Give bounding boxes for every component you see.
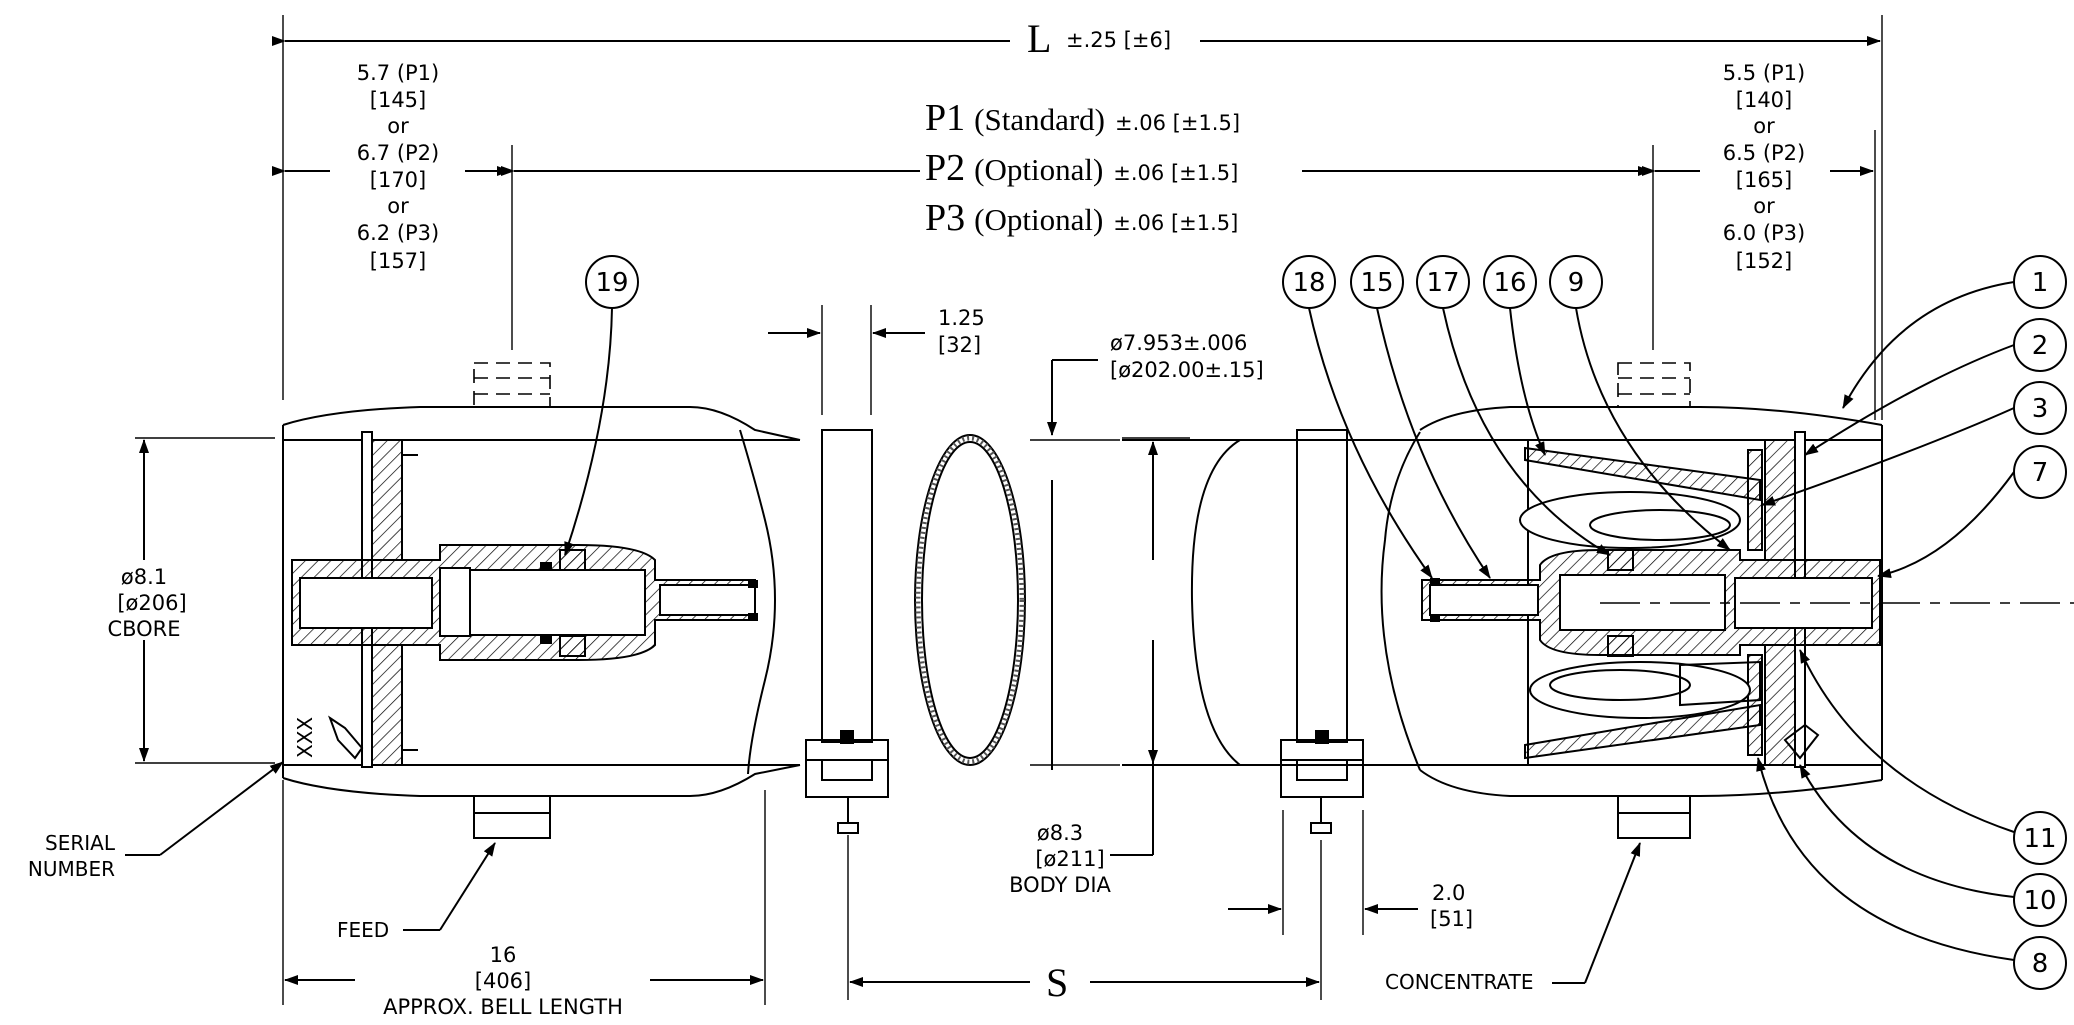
balloon-9: 9 <box>1549 255 1731 551</box>
left-vessel-end: XXX <box>282 362 801 839</box>
svg-text:NUMBER: NUMBER <box>28 857 115 881</box>
svg-text:5.5 (P1): 5.5 (P1) <box>1723 61 1805 85</box>
svg-text:or: or <box>1753 194 1775 218</box>
svg-text:FEED: FEED <box>337 918 389 942</box>
svg-text:[170]: [170] <box>370 168 426 192</box>
svg-text:[ø202.00±.15]: [ø202.00±.15] <box>1110 358 1264 382</box>
right-port-distance: 5.5 (P1) [140] or 6.5 (P2) [165] or 6.0 … <box>1723 61 1805 273</box>
balloon-17: 17 <box>1416 255 1611 556</box>
svg-text:9: 9 <box>1568 268 1585 298</box>
length-symbol: L <box>1027 16 1051 61</box>
port-option-p3: P3(Optional)±.06 [±1.5] <box>925 197 1238 239</box>
svg-text:[ø211]: [ø211] <box>1035 847 1104 871</box>
svg-text:18: 18 <box>1292 268 1325 298</box>
svg-text:6.2 (P3): 6.2 (P3) <box>357 221 439 245</box>
dimension-clamp-width: 1.25 [32] <box>768 306 985 357</box>
svg-text:2.0: 2.0 <box>1432 881 1465 905</box>
balloon-15: 15 <box>1350 255 1491 579</box>
svg-text:or: or <box>387 194 409 218</box>
svg-text:1.25: 1.25 <box>938 306 985 330</box>
balloon-7: 7 <box>1877 445 2067 579</box>
balloon-2: 2 <box>1804 318 2067 456</box>
svg-text:CONCENTRATE: CONCENTRATE <box>1385 970 1534 994</box>
svg-text:2: 2 <box>2032 331 2049 361</box>
balloon-11: 11 <box>1799 649 2067 865</box>
svg-text:8: 8 <box>2032 949 2049 979</box>
dimension-spacing: S <box>849 960 1320 1005</box>
svg-text:SERIAL: SERIAL <box>45 831 116 855</box>
svg-text:3: 3 <box>2032 394 2049 424</box>
svg-text:16: 16 <box>1493 268 1526 298</box>
dimension-cbore: ø8.1 [ø206] CBORE <box>107 439 187 762</box>
dimension-overall-length: L ±.25 [±6] <box>272 16 1881 61</box>
balloon-16: 16 <box>1483 255 1546 456</box>
clamp-left <box>805 429 889 834</box>
svg-text:[157]: [157] <box>370 249 426 273</box>
svg-text:6.7 (P2): 6.7 (P2) <box>357 141 439 165</box>
feed-callout: FEED <box>337 842 496 942</box>
svg-text:[51]: [51] <box>1430 907 1473 931</box>
balloon-3: 3 <box>1761 381 2067 506</box>
svg-text:16: 16 <box>490 943 517 967</box>
dimension-bore-diameter: ø7.953±.006 [ø202.00±.15] <box>1047 331 1264 770</box>
svg-text:10: 10 <box>2023 886 2056 916</box>
svg-text:7: 7 <box>2032 458 2049 488</box>
svg-text:[165]: [165] <box>1736 168 1792 192</box>
svg-text:11: 11 <box>2023 824 2056 854</box>
svg-text:[32]: [32] <box>938 333 981 357</box>
svg-text:17: 17 <box>1426 268 1459 298</box>
dimension-clamp-offset: 2.0 [51] <box>1228 881 1473 931</box>
length-tolerance: ±.25 [±6] <box>1066 28 1171 52</box>
bore-ring <box>914 434 1026 766</box>
dimension-body-dia: ø8.3 [ø211] BODY DIA <box>1009 441 1158 897</box>
svg-text:ø8.1: ø8.1 <box>121 565 167 589</box>
balloon-8: 8 <box>1756 757 2067 990</box>
svg-text:ø7.953±.006: ø7.953±.006 <box>1110 331 1247 355</box>
svg-text:S: S <box>1046 960 1068 1005</box>
svg-text:[140]: [140] <box>1736 88 1792 112</box>
balloon-18: 18 <box>1282 255 1433 579</box>
balloon-19: 19 <box>564 255 639 556</box>
svg-text:19: 19 <box>595 268 628 298</box>
svg-text:[152]: [152] <box>1736 249 1792 273</box>
svg-text:[ø206]: [ø206] <box>117 591 186 615</box>
left-port-distance: 5.7 (P1) [145] or 6.7 (P2) [170] or 6.2 … <box>357 61 439 273</box>
dimension-bell-length: 16 [406] APPROX. BELL LENGTH <box>284 943 764 1019</box>
right-vessel-end <box>1122 362 2074 839</box>
svg-text:CBORE: CBORE <box>107 617 180 641</box>
svg-text:or: or <box>387 114 409 138</box>
serial-number-callout: SERIAL NUMBER <box>28 761 284 881</box>
svg-text:[406]: [406] <box>475 969 531 993</box>
balloon-1: 1 <box>1842 255 2067 409</box>
svg-text:1: 1 <box>2032 268 2049 298</box>
svg-text:6.0 (P3): 6.0 (P3) <box>1723 221 1805 245</box>
serial-marking: XXX <box>293 717 317 758</box>
concentrate-callout: CONCENTRATE <box>1385 842 1641 994</box>
clamp-right <box>1280 429 1364 834</box>
svg-text:ø8.3: ø8.3 <box>1037 821 1083 845</box>
svg-text:or: or <box>1753 114 1775 138</box>
svg-text:6.5 (P2): 6.5 (P2) <box>1723 141 1805 165</box>
svg-text:[145]: [145] <box>370 88 426 112</box>
port-option-p2: P2(Optional)±.06 [±1.5] <box>925 147 1238 189</box>
svg-text:15: 15 <box>1360 268 1393 298</box>
svg-text:APPROX. BELL LENGTH: APPROX. BELL LENGTH <box>383 995 623 1019</box>
port-options: P1(Standard)±.06 [±1.5] P2(Optional)±.06… <box>925 97 1240 239</box>
svg-text:BODY DIA: BODY DIA <box>1009 873 1111 897</box>
balloon-10: 10 <box>1799 764 2067 927</box>
port-option-p1: P1(Standard)±.06 [±1.5] <box>925 97 1240 139</box>
extension-lines <box>135 15 1883 1005</box>
svg-text:5.7 (P1): 5.7 (P1) <box>357 61 439 85</box>
